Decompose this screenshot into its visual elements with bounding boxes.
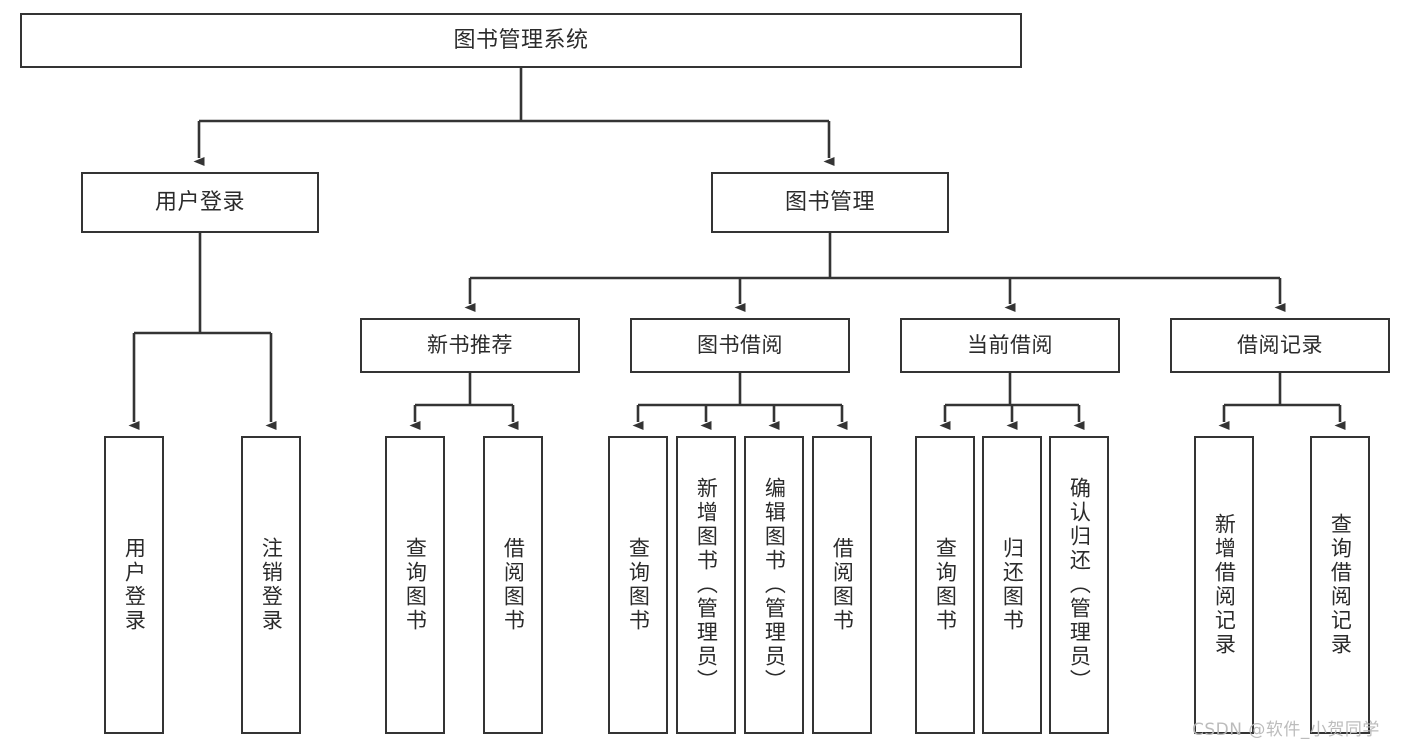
node-book-management[interactable]: 图书管理 bbox=[711, 172, 949, 233]
node-book-management-label: 图书管理 bbox=[784, 189, 875, 215]
leaf-edit-book-admin[interactable]: 编辑图书（管理员） bbox=[744, 436, 804, 734]
leaf-add-borrow-record[interactable]: 新增借阅记录 bbox=[1194, 436, 1254, 734]
leaf-user-login-label: 用户登录 bbox=[122, 537, 147, 633]
leaf-borrow-book-label: 借阅图书 bbox=[830, 537, 855, 633]
node-book-borrow[interactable]: 图书借阅 bbox=[630, 318, 850, 373]
leaf-query-borrow-record[interactable]: 查询借阅记录 bbox=[1310, 436, 1370, 734]
leaf-borrow-book[interactable]: 借阅图书 bbox=[812, 436, 872, 734]
node-current-borrow-label: 当前借阅 bbox=[967, 333, 1053, 358]
leaf-return-book-label: 归还图书 bbox=[1000, 537, 1025, 633]
node-root-label: 图书管理系统 bbox=[453, 27, 589, 53]
node-new-book-recommend[interactable]: 新书推荐 bbox=[360, 318, 580, 373]
leaf-query-book-current[interactable]: 查询图书 bbox=[915, 436, 975, 734]
leaf-edit-book-admin-label: 编辑图书（管理员） bbox=[762, 477, 787, 693]
leaf-confirm-return-admin-label: 确认归还（管理员） bbox=[1067, 477, 1092, 693]
node-borrow-record-label: 借阅记录 bbox=[1237, 333, 1323, 358]
leaf-user-login[interactable]: 用户登录 bbox=[104, 436, 164, 734]
node-book-borrow-label: 图书借阅 bbox=[697, 333, 783, 358]
leaf-add-book-admin-label: 新增图书（管理员） bbox=[694, 477, 719, 693]
node-user-login-label: 用户登录 bbox=[154, 189, 245, 215]
leaf-confirm-return-admin[interactable]: 确认归还（管理员） bbox=[1049, 436, 1109, 734]
leaf-query-book-newbook-label: 查询图书 bbox=[403, 537, 428, 633]
leaf-logout[interactable]: 注销登录 bbox=[241, 436, 301, 734]
node-root[interactable]: 图书管理系统 bbox=[20, 13, 1022, 68]
leaf-borrow-book-newbook[interactable]: 借阅图书 bbox=[483, 436, 543, 734]
leaf-query-book-newbook[interactable]: 查询图书 bbox=[385, 436, 445, 734]
leaf-add-borrow-record-label: 新增借阅记录 bbox=[1212, 513, 1237, 657]
leaf-query-book-borrow-label: 查询图书 bbox=[626, 537, 651, 633]
node-borrow-record[interactable]: 借阅记录 bbox=[1170, 318, 1390, 373]
watermark: CSDN @软件_小贺同学 bbox=[1192, 720, 1380, 740]
node-new-book-recommend-label: 新书推荐 bbox=[427, 333, 513, 358]
leaf-query-book-borrow[interactable]: 查询图书 bbox=[608, 436, 668, 734]
node-user-login[interactable]: 用户登录 bbox=[81, 172, 319, 233]
leaf-query-borrow-record-label: 查询借阅记录 bbox=[1328, 513, 1353, 657]
leaf-return-book[interactable]: 归还图书 bbox=[982, 436, 1042, 734]
leaf-add-book-admin[interactable]: 新增图书（管理员） bbox=[676, 436, 736, 734]
leaf-query-book-current-label: 查询图书 bbox=[933, 537, 958, 633]
leaf-borrow-book-newbook-label: 借阅图书 bbox=[501, 537, 526, 633]
leaf-logout-label: 注销登录 bbox=[259, 537, 284, 633]
node-current-borrow[interactable]: 当前借阅 bbox=[900, 318, 1120, 373]
